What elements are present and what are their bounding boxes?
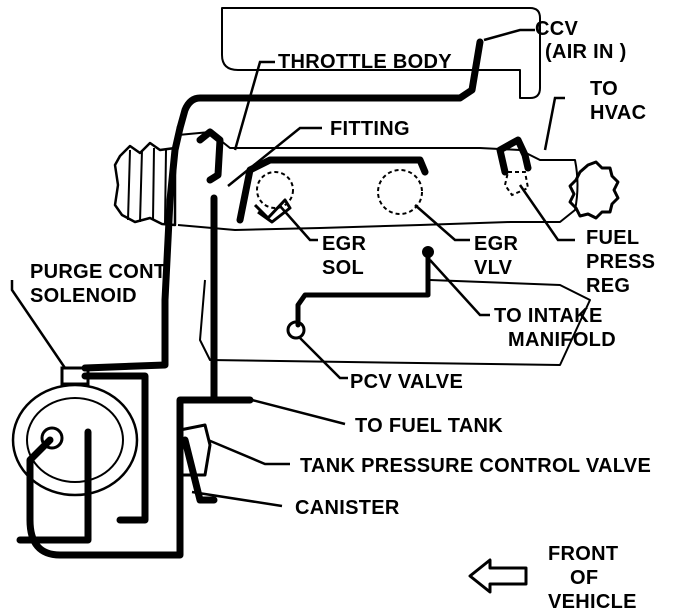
leader-canister bbox=[191, 490, 283, 508]
front-label-1: FRONT bbox=[548, 543, 618, 565]
canister-inner bbox=[26, 397, 124, 483]
leader-throttle-body bbox=[233, 60, 275, 151]
air-intake-duct bbox=[113, 141, 177, 227]
tank-pressure-valve-label: TANK PRESSURE CONTROL VALVE bbox=[300, 455, 651, 477]
leader-fuel-tank bbox=[251, 398, 346, 426]
hose-main-left bbox=[81, 124, 184, 372]
egr-solenoid-bracket bbox=[253, 198, 292, 224]
purge-cont-label-2: SOLENOID bbox=[30, 285, 137, 307]
duct-ribs bbox=[127, 147, 167, 225]
hose-canister-right bbox=[26, 396, 218, 559]
leader-egr-vlv bbox=[414, 204, 470, 242]
hose-intake-manifold bbox=[295, 247, 431, 328]
leader-ccv bbox=[483, 28, 535, 42]
purge-cont-label-1: PURGE CONT bbox=[30, 261, 166, 283]
egr-vlv-label-1: EGR bbox=[474, 233, 518, 255]
leader-fuel-press-reg bbox=[518, 184, 575, 242]
intake-port bbox=[422, 246, 434, 258]
front-arrow-icon bbox=[468, 558, 528, 594]
hose-canister-inner bbox=[16, 428, 92, 544]
hose-purge-to-canister bbox=[81, 372, 149, 524]
distributor-gear bbox=[568, 160, 620, 220]
fuel-press-reg-shape bbox=[503, 171, 530, 197]
hose-ccv-to-throttle bbox=[176, 38, 484, 132]
ccv-label-1: CCV bbox=[535, 18, 578, 40]
fitting-label: FITTING bbox=[330, 118, 410, 140]
leader-hvac bbox=[543, 96, 565, 151]
hose-egr-sol bbox=[236, 156, 429, 224]
egr-sol-label-1: EGR bbox=[322, 233, 366, 255]
fuel-press-reg-label-1: FUEL bbox=[586, 227, 639, 249]
front-label-3: VEHICLE bbox=[548, 591, 637, 612]
hose-fitting-loop bbox=[196, 128, 224, 184]
leader-fitting bbox=[227, 126, 322, 187]
egr-sol-label-2: SOL bbox=[322, 257, 364, 279]
canister-label: CANISTER bbox=[295, 497, 400, 519]
egr-solenoid-shape bbox=[256, 171, 294, 209]
leader-tank-valve bbox=[207, 438, 290, 466]
leader-intake bbox=[429, 259, 490, 317]
to-fuel-tank-label: TO FUEL TANK bbox=[355, 415, 503, 437]
pcv-valve-shape bbox=[286, 320, 306, 340]
hose-tank-valve bbox=[181, 436, 218, 504]
to-intake-label-1: TO INTAKE bbox=[494, 305, 603, 327]
to-hvac-label-1: TO bbox=[590, 78, 618, 100]
intake-manifold-outline bbox=[174, 131, 579, 231]
hose-hvac bbox=[496, 136, 532, 176]
canister-port bbox=[40, 426, 64, 450]
leader-purge bbox=[10, 280, 67, 369]
egr-vlv-label-2: VLV bbox=[474, 257, 513, 279]
ccv-label-2: (AIR IN ) bbox=[545, 41, 627, 63]
front-label-2: OF bbox=[570, 567, 598, 589]
air-cleaner-outline bbox=[221, 7, 541, 99]
throttle-body-label: THROTTLE BODY bbox=[278, 51, 452, 73]
leader-pcv bbox=[299, 337, 348, 380]
leader-egr-sol bbox=[279, 205, 318, 242]
to-intake-label-2: MANIFOLD bbox=[508, 329, 616, 351]
fuel-press-reg-label-3: REG bbox=[586, 275, 630, 297]
pcv-valve-label: PCV VALVE bbox=[350, 371, 463, 393]
engine-lower-outline bbox=[199, 279, 591, 366]
fuel-press-reg-label-2: PRESS bbox=[586, 251, 655, 273]
to-hvac-label-2: HVAC bbox=[590, 102, 646, 124]
egr-valve-shape bbox=[377, 169, 423, 215]
